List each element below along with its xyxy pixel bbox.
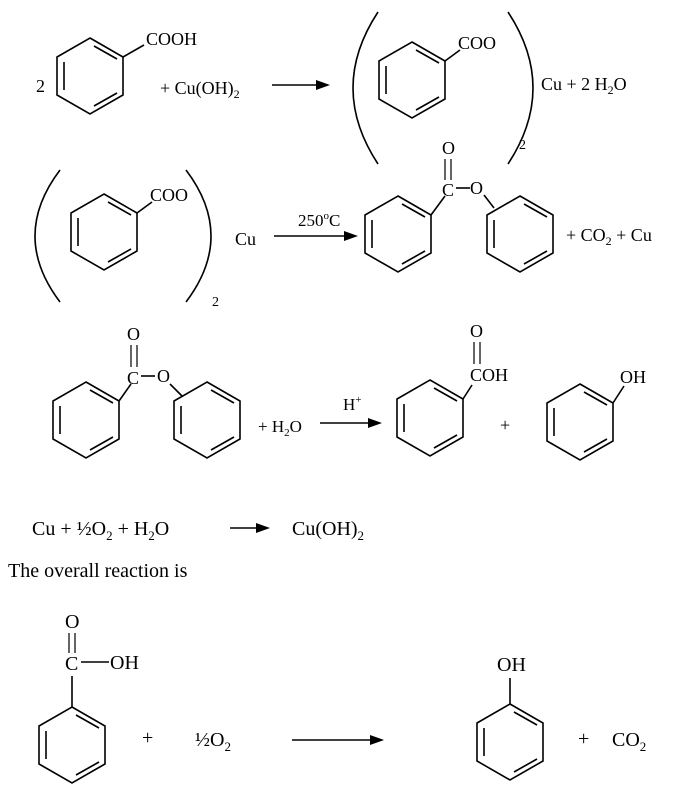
bond-to-carboxyl (122, 44, 145, 58)
byproducts-co2-cu: + CO2 + Cu (566, 225, 652, 248)
overall-carbon-dioxide: CO2 (612, 729, 646, 754)
copper-label: Cu (235, 229, 256, 249)
plus-sign-3: + (500, 415, 510, 435)
carboxylate-group-label: COO (458, 33, 496, 53)
overall-reaction: C O OH + ½O2 OH + CO2 (38, 611, 646, 784)
benzene-ring-benzoic-acid (396, 379, 464, 457)
copper-hydroxide-rhs: Cu(OH)2 (292, 518, 364, 543)
overall-plus-2: + (578, 728, 589, 750)
copper-hydroxide-reagent: + Cu(OH)2 (160, 78, 240, 101)
reaction-2: COO 2 Cu 250oC C O O + CO2 + Cu (34, 138, 652, 310)
ester-oxygen-3: O (157, 366, 170, 386)
overall-arrowhead (370, 735, 384, 745)
coefficient-2: 2 (36, 76, 45, 96)
overall-carbonyl-carbon: C (65, 653, 78, 675)
benzene-ring-reactant (56, 37, 124, 115)
left-bracket-2 (34, 169, 61, 303)
arrowhead-4 (256, 523, 270, 533)
carboxyl-group-label: COOH (146, 29, 197, 49)
copper-oxidation-lhs: Cu + ½O2 + H2O (32, 518, 169, 543)
temperature-condition: 250oC (298, 210, 340, 230)
carboxylate-group-label-2: COO (150, 185, 188, 205)
bond-ring-to-carbonyl-3 (118, 383, 132, 402)
bond-oxygen-to-ring (483, 194, 495, 209)
reaction-4: Cu + ½O2 + H2O Cu(OH)2 (32, 518, 364, 543)
acid-group-label: COH (470, 365, 508, 385)
arrowhead-2 (344, 231, 358, 241)
overall-oxygen: ½O2 (195, 729, 231, 754)
right-bracket (507, 11, 534, 165)
bracket-subscript: 2 (519, 138, 526, 153)
water-reagent: + H2O (258, 417, 302, 439)
arrowhead-1 (316, 80, 330, 90)
bond-to-carboxylate (444, 49, 461, 62)
acid-catalyst: H+ (343, 394, 362, 414)
benzene-ring-copper-salt (70, 193, 138, 271)
overall-reaction-caption: The overall reaction is (8, 560, 188, 582)
overall-phenol-hydroxyl: OH (497, 654, 526, 676)
bond-to-carboxylate-2 (136, 201, 153, 214)
carbonyl-oxygen: O (442, 138, 455, 158)
overall-hydroxyl: OH (110, 652, 139, 674)
bond-ring-to-carbonyl (430, 195, 446, 216)
arrowhead-3 (368, 418, 382, 428)
ester-oxygen: O (470, 178, 483, 198)
benzene-ring-overall-acid (38, 706, 106, 784)
reaction-1: 2 COOH + Cu(OH)2 COO 2 Cu + 2 H2O (36, 11, 627, 165)
bond-oxygen-to-ring-3 (169, 383, 183, 397)
bracket-subscript-2: 2 (212, 295, 219, 310)
overall-carbonyl-oxygen: O (65, 611, 79, 633)
left-bracket (352, 11, 379, 165)
benzene-ring-phenol (546, 383, 614, 461)
carbonyl-carbon: C (442, 180, 454, 200)
benzene-ring-product (378, 41, 446, 119)
right-bracket-2 (185, 169, 212, 303)
benzene-ring-overall-phenol (476, 703, 544, 781)
reaction-3: C O O + H2O H+ COH O + OH (52, 321, 646, 461)
carbonyl-oxygen-3: O (127, 324, 140, 344)
product-copper-water: Cu + 2 H2O (541, 74, 627, 97)
acid-carbonyl-oxygen: O (470, 321, 483, 341)
phenol-hydroxyl-label: OH (620, 367, 646, 387)
bond-ring-to-acid (462, 384, 473, 400)
benzene-ring-ester-left-3 (52, 381, 120, 459)
benzene-ring-ester-left (364, 195, 432, 273)
bond-ring-to-hydroxyl (612, 385, 625, 404)
benzene-ring-ester-right (486, 195, 554, 273)
benzene-ring-ester-right-3 (173, 381, 241, 459)
carbonyl-carbon-3: C (127, 368, 139, 388)
overall-plus-1: + (142, 727, 153, 749)
